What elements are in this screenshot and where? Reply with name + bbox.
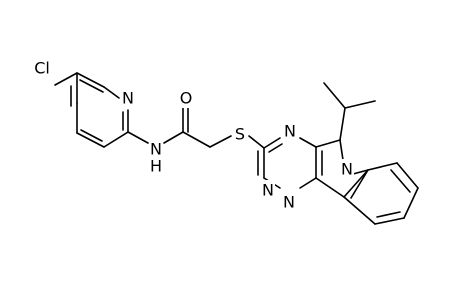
bond <box>163 131 184 144</box>
bond <box>374 217 405 225</box>
bond <box>396 162 419 189</box>
bond <box>248 135 265 149</box>
bond <box>268 143 283 153</box>
atom-label-bg <box>233 124 247 144</box>
bond <box>80 129 103 142</box>
bond <box>390 169 411 193</box>
atom-label-bg <box>340 159 354 179</box>
atom-label-cl: Cl <box>34 59 50 78</box>
atom-label-n-h: N <box>150 140 162 159</box>
bond <box>299 137 317 148</box>
bond <box>182 131 211 148</box>
atom-label-n1: N <box>283 193 295 212</box>
atom-label-bg <box>149 156 163 176</box>
atom-label-n2: N <box>262 181 274 200</box>
atom-label-bg <box>261 180 275 200</box>
atom-label-bg <box>282 192 296 212</box>
bond <box>103 131 129 148</box>
atom-label-o: O <box>180 89 193 108</box>
atom-label-n4: N <box>284 122 296 141</box>
bond <box>54 72 78 86</box>
bond <box>350 169 369 199</box>
bond <box>209 135 232 148</box>
atom-label-bg <box>30 58 54 78</box>
bond <box>76 132 105 148</box>
bond <box>403 187 419 219</box>
bond <box>323 82 346 109</box>
atom-label-h-nh: H <box>150 157 162 176</box>
bond <box>299 177 317 189</box>
atom-label-bg <box>149 139 163 159</box>
atom-label-bg <box>121 88 135 108</box>
atom-label-bg <box>283 121 297 141</box>
bond <box>343 196 376 225</box>
bond <box>315 139 341 148</box>
bond <box>127 131 149 144</box>
atom-label-n5: N <box>341 160 353 179</box>
bond <box>343 169 369 198</box>
bond <box>103 86 120 99</box>
atom-label-s: S <box>235 125 245 144</box>
bond <box>367 162 398 171</box>
bonds <box>54 72 419 225</box>
bond <box>339 107 346 141</box>
bond <box>339 139 344 161</box>
bond <box>76 72 105 88</box>
bond <box>352 169 369 175</box>
bond <box>344 100 376 109</box>
bond <box>263 137 281 149</box>
atom-label-n-py: N <box>122 89 134 108</box>
bond <box>79 79 104 93</box>
bond <box>315 177 345 198</box>
bond <box>376 211 401 218</box>
atom-label-bg <box>179 88 193 108</box>
